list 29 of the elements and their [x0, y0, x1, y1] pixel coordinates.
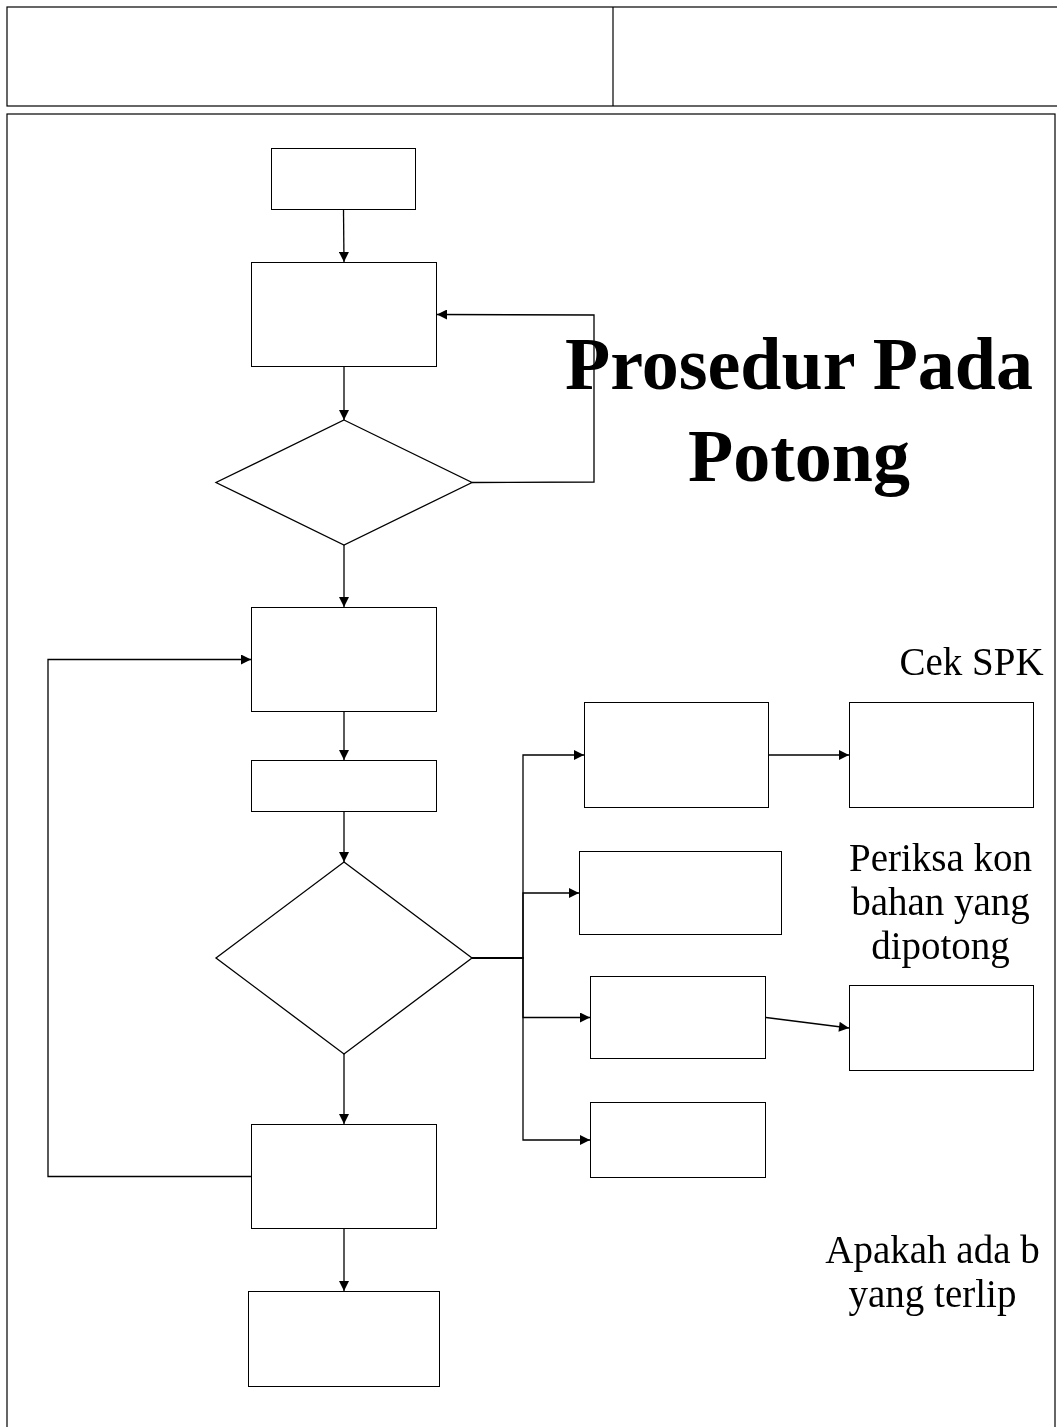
annotation-text: Periksa kon bahan yang dipotong: [847, 836, 1034, 968]
process-box: [849, 702, 1034, 808]
arrow: [339, 811, 349, 863]
process-box: [590, 1102, 766, 1178]
arrow: [339, 544, 349, 608]
arrow: [339, 1228, 349, 1292]
process-box: [251, 760, 437, 812]
arrow: [436, 309, 595, 484]
arrow: [768, 750, 850, 760]
process-box: [584, 702, 769, 808]
process-box: [849, 985, 1034, 1071]
annotation-text: Cek SPK: [898, 640, 1045, 684]
arrow: [339, 1053, 349, 1125]
arrow: [47, 654, 252, 1178]
process-box: [271, 148, 416, 210]
arrow: [338, 209, 349, 263]
process-box: [251, 1124, 437, 1229]
arrow: [339, 366, 349, 421]
arrow: [339, 711, 349, 761]
process-box: [590, 976, 766, 1059]
arrow: [765, 1016, 850, 1032]
decision-diamond: [216, 420, 472, 545]
process-box: [248, 1291, 440, 1387]
decision-diamond: [216, 862, 472, 1054]
process-box: [251, 607, 437, 712]
annotation-text: Apakah ada b yang terlip: [824, 1228, 1041, 1316]
process-box: [251, 262, 437, 367]
process-box: [579, 851, 782, 935]
arrow: [471, 957, 591, 1145]
